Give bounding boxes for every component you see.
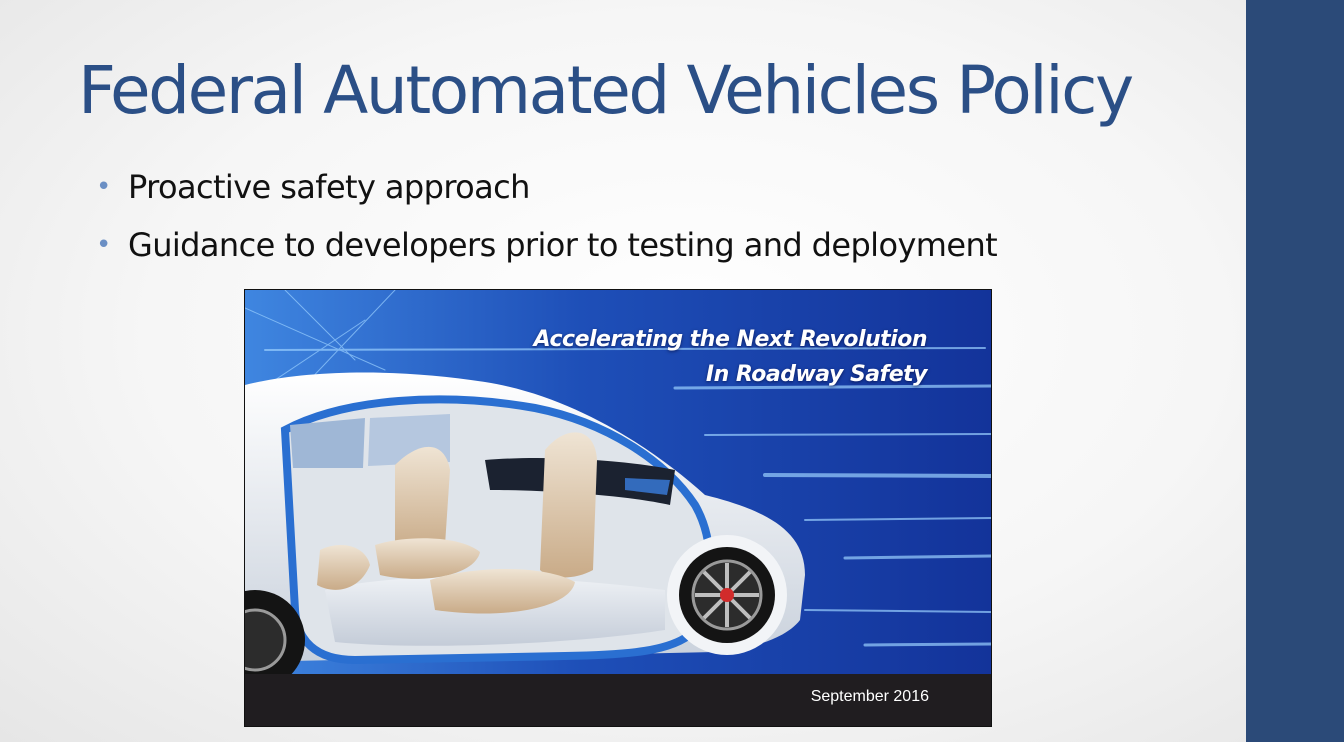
bullet-item: • Guidance to developers prior to testin…	[92, 224, 998, 282]
bullet-item: • Proactive safety approach	[92, 166, 997, 224]
cover-headline-line1: Accelerating the Next Revolution	[533, 327, 928, 352]
bullet-icon: •	[96, 172, 111, 202]
cover-date: September 2016	[810, 688, 929, 705]
policy-cover-image: Accelerating the Next Revolution In Road…	[244, 289, 992, 727]
side-accent-bar	[1246, 0, 1344, 742]
cover-footer: September 2016	[245, 674, 991, 726]
slide-title: Federal Automated Vehicles Policy	[78, 52, 1134, 129]
cover-headline: Accelerating the Next Revolution In Road…	[533, 322, 928, 392]
bullet-text: Proactive safety approach	[128, 168, 530, 206]
bullet-icon: •	[96, 230, 111, 260]
cover-headline-line2: In Roadway Safety	[705, 362, 928, 387]
bullet-text: Guidance to developers prior to testing …	[128, 226, 998, 264]
autonomous-car-illustration	[245, 290, 991, 674]
slide: Federal Automated Vehicles Policy • Proa…	[0, 0, 1246, 742]
bullet-list: • Proactive safety approach • Guidance t…	[92, 166, 998, 282]
